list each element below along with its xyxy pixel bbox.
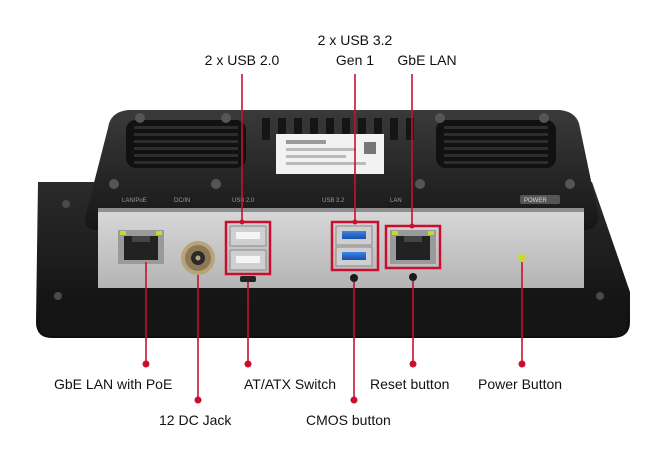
label-usb20: 2 x USB 2.0 xyxy=(204,52,280,68)
label-reset-button: Reset button xyxy=(370,376,450,392)
lan-poe-port xyxy=(118,230,164,264)
label-usb32-line1: 2 x USB 3.2 xyxy=(317,32,393,48)
label-dc-jack: 12 DC Jack xyxy=(159,412,232,428)
silk-usb20: USB 2.0 xyxy=(232,198,255,204)
label-usb32-line2: Gen 1 xyxy=(335,52,375,68)
usb32-ports xyxy=(330,220,380,282)
label-cmos-button: CMOS button xyxy=(306,412,391,428)
silk-lan-poe: LAN/PoE xyxy=(122,198,147,204)
lan-port xyxy=(384,224,442,281)
dc-jack xyxy=(181,241,215,275)
power-led xyxy=(518,254,526,262)
left-vent xyxy=(134,126,238,164)
silk-dc-in: DC/IN xyxy=(174,198,190,204)
label-gbe-lan: GbE LAN xyxy=(397,52,457,68)
usb20-ports xyxy=(224,220,272,282)
label-atx-switch: AT/ATX Switch xyxy=(244,376,337,392)
silk-usb32: USB 3.2 xyxy=(322,198,345,204)
right-vent xyxy=(444,126,548,164)
callout-lines xyxy=(142,74,526,404)
silk-power: POWER xyxy=(524,198,547,204)
label-power-button: Power Button xyxy=(478,376,563,392)
rear-housing: LAN/PoE DC/IN USB 2.0 USB 3.2 LAN POWER xyxy=(85,110,599,230)
silk-lan: LAN xyxy=(390,198,402,204)
label-gbe-lan-poe: GbE LAN with PoE xyxy=(54,376,173,392)
center-fins xyxy=(262,118,414,140)
